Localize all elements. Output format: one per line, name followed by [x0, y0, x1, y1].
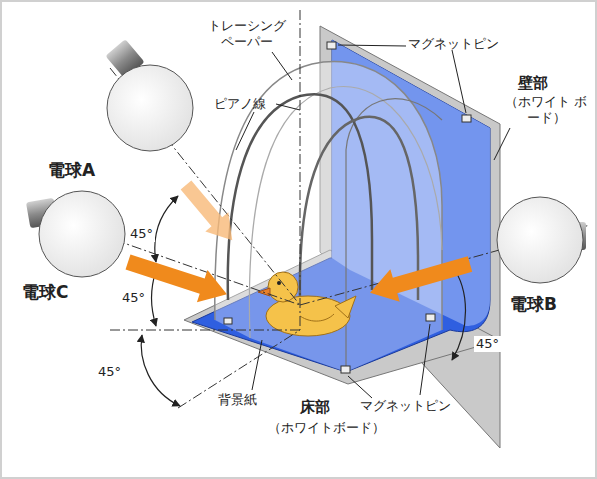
bulb-label: 電球B: [510, 294, 557, 314]
leader-line: [236, 45, 510, 398]
bulb: [105, 39, 193, 151]
part-label: 壁部: [518, 74, 548, 92]
magnet-pin: [327, 42, 336, 49]
magnet-pin: [426, 314, 435, 321]
angle-label: 45°: [474, 336, 501, 352]
background-paper: [192, 40, 490, 372]
piano-wire: [300, 117, 418, 300]
tracing-paper: [215, 62, 442, 372]
part-label: 背景紙: [218, 392, 257, 408]
part-label: （ホワイトボード）: [268, 420, 385, 436]
angle-arc: [141, 196, 465, 406]
magnet-pin: [462, 115, 471, 122]
angle-label: 45°: [120, 290, 147, 306]
light-arrow: [175, 175, 244, 249]
part-label: 床部: [300, 398, 330, 416]
part-label: マグネットピン: [408, 36, 499, 52]
magnet-pin: [341, 366, 350, 373]
part-label: トレーシング ペーパー: [205, 18, 289, 49]
bulb-label: 電球A: [48, 160, 95, 180]
bulb-label: 電球C: [22, 282, 68, 302]
angle-label: 45°: [96, 364, 123, 380]
part-label: （ホワイト ボード）: [504, 94, 588, 125]
duck: [258, 272, 356, 336]
magnet-pin: [224, 318, 232, 324]
part-label: マグネットピン: [360, 398, 451, 414]
angle-label: 45°: [128, 226, 155, 242]
bulb: [497, 197, 586, 283]
bulb: [26, 191, 125, 277]
axis-line: [30, 10, 590, 408]
light-arrow: [365, 248, 474, 309]
part-label: ピアノ線: [214, 96, 266, 112]
